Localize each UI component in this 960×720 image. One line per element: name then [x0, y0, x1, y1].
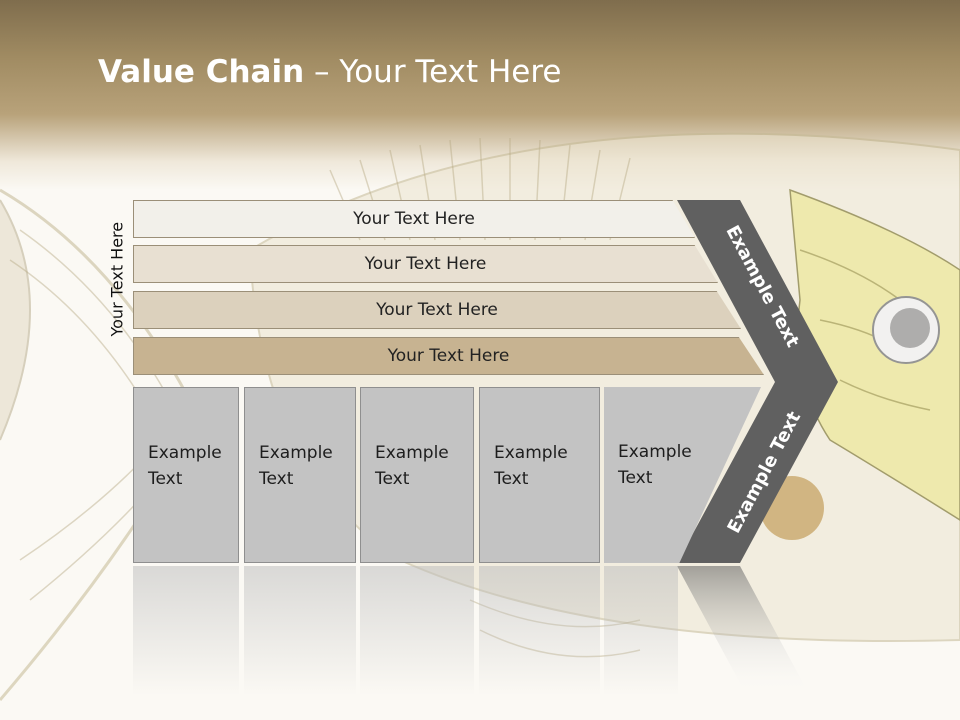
slide-title: Value Chain – Your Text Here — [98, 54, 562, 90]
box-line1: Example — [148, 443, 222, 463]
reflection-3 — [360, 566, 474, 696]
fish-head — [760, 188, 960, 540]
box-line2: Text — [259, 469, 294, 489]
bar-2: Your Text Here — [133, 245, 718, 283]
box-line1: Example — [259, 443, 333, 463]
reflection-1 — [133, 566, 239, 696]
reflection-5 — [604, 566, 678, 696]
chevron-lower-arm — [677, 382, 838, 563]
box-line1: Example — [618, 442, 692, 462]
bar-1: Your Text Here — [133, 200, 695, 238]
bar-4: Your Text Here — [133, 337, 764, 375]
box-line1: Example — [375, 443, 449, 463]
reflection-4 — [479, 566, 600, 696]
box-line2: Text — [148, 469, 183, 489]
box-line2: Text — [375, 469, 410, 489]
box-line2: Text — [494, 469, 529, 489]
chevron-reflection — [677, 566, 810, 696]
reflection-2 — [244, 566, 356, 696]
box-line2: Text — [618, 468, 653, 488]
box-line1: Example — [494, 443, 568, 463]
chevron-upper-arm — [677, 200, 838, 382]
bar-3: Your Text Here — [133, 291, 741, 329]
